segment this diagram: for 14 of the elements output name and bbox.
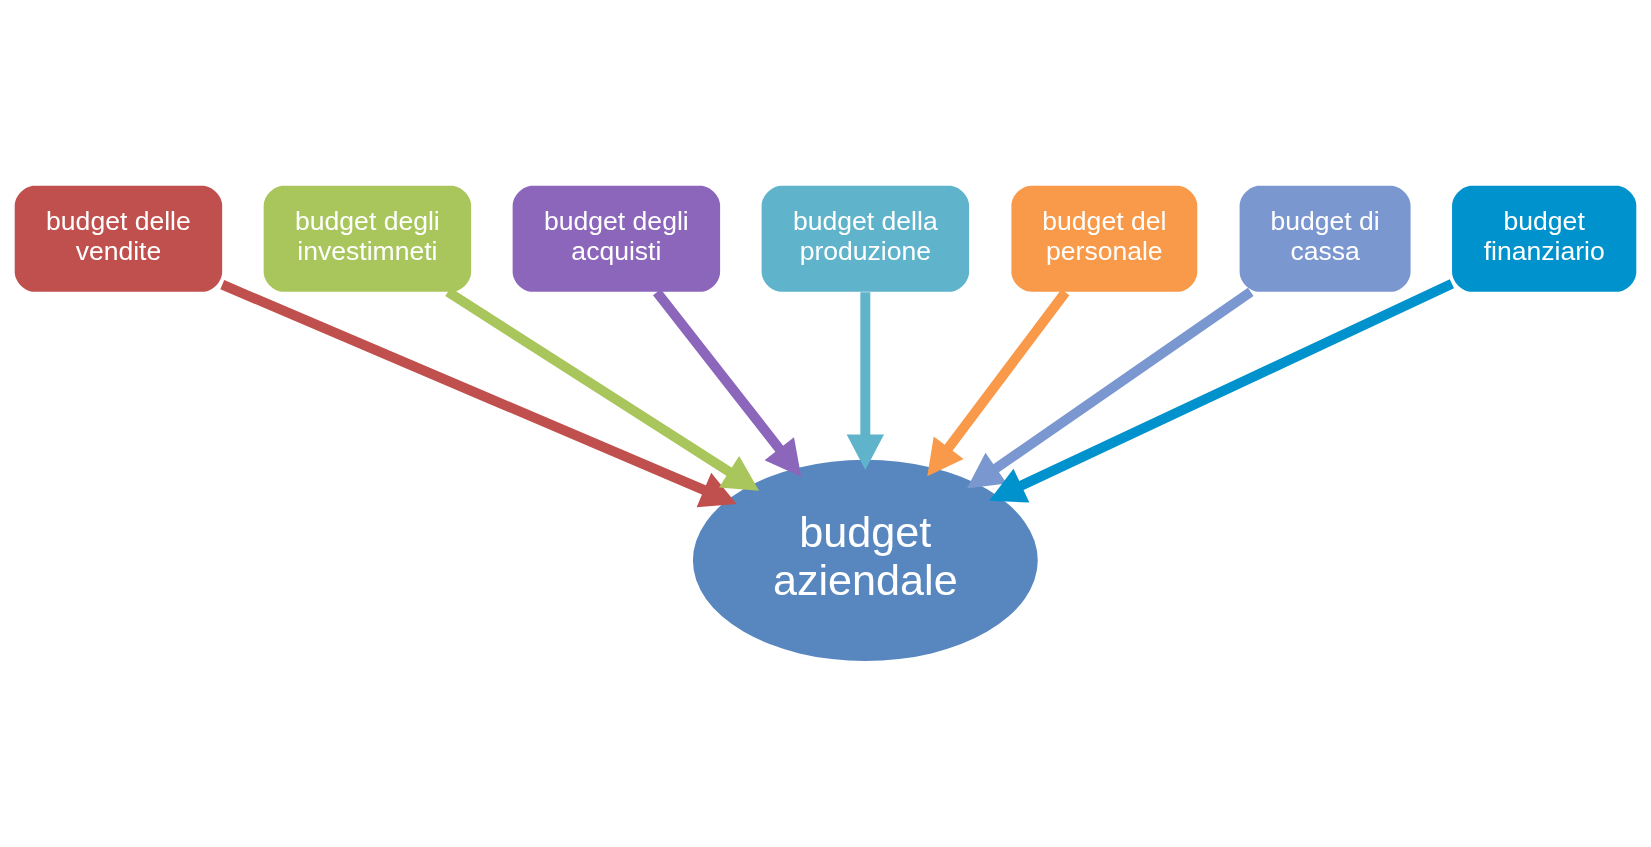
node-box: budget finanziario — [1452, 185, 1637, 292]
arrow — [989, 279, 1455, 503]
node-box: budget degli investimneti — [263, 185, 472, 292]
arrow — [966, 287, 1254, 489]
node-ellipse: budget aziendale — [692, 459, 1038, 662]
arrow — [927, 289, 1070, 477]
node-box: budget degli acquisti — [512, 185, 721, 292]
node-box: budget del personale — [1011, 185, 1198, 292]
arrow — [653, 289, 802, 477]
arrow — [846, 292, 885, 471]
arrow — [220, 280, 737, 508]
node-box: budget di cassa — [1239, 185, 1411, 292]
node-box: budget della produzione — [761, 185, 970, 292]
node-box: budget delle vendite — [14, 185, 223, 292]
